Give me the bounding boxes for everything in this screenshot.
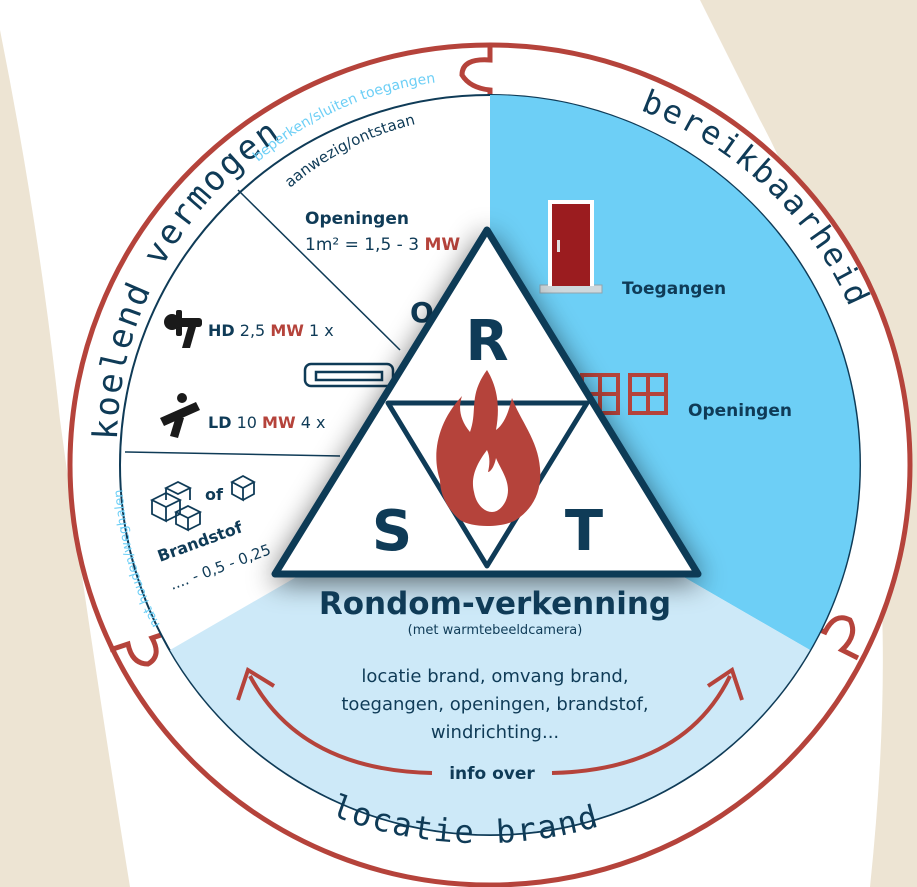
single-box-icon xyxy=(230,474,256,502)
letter-r: R xyxy=(465,309,508,374)
window-icon-2 xyxy=(628,373,668,415)
sofa-icon xyxy=(303,362,395,388)
door-icon xyxy=(539,200,603,294)
toegangen-label: Toegangen xyxy=(622,279,726,299)
hd-nozzle-icon xyxy=(164,310,202,348)
arrow-arc-right xyxy=(551,675,732,775)
info-over-label: info over xyxy=(449,764,535,784)
letter-t: T xyxy=(565,499,603,564)
arrow-head-left-icon xyxy=(236,666,276,701)
puzzle-notch-left xyxy=(109,629,171,667)
background-shape-right xyxy=(700,0,917,887)
info-line-2: toegangen, openingen, brandstof, xyxy=(341,694,648,715)
rondom-subtitle: (met warmtebeeldcamera) xyxy=(408,623,583,638)
sector-locatie-brand xyxy=(170,465,810,835)
arrow-arc-left xyxy=(248,675,433,775)
of-text: of xyxy=(205,485,224,504)
divider-1 xyxy=(237,189,401,351)
background-shape-left xyxy=(0,30,130,887)
info-line-1: locatie brand, omvang brand, xyxy=(361,666,628,687)
puzzle-notch-top xyxy=(459,45,493,102)
openingen-formula: 1m² = 1,5 - 3 MW xyxy=(305,235,460,255)
ld-nozzle-icon xyxy=(160,393,200,438)
arrow-head-right-icon xyxy=(706,666,744,701)
letter-s: S xyxy=(372,499,412,564)
puzzle-notch-right xyxy=(807,615,860,661)
info-line-3: windrichting... xyxy=(431,722,559,743)
openingen-right-label: Openingen xyxy=(688,401,792,421)
flame-icon xyxy=(436,370,541,526)
divider-2 xyxy=(124,451,341,457)
openingen-title: Openingen xyxy=(305,209,409,229)
ld-text: LD 10 MW 4 x xyxy=(208,413,325,432)
boxes-icon xyxy=(149,480,203,532)
rondom-title: Rondom-verkenning xyxy=(319,586,671,622)
hd-text: HD 2,5 MW 1 x xyxy=(208,321,334,340)
